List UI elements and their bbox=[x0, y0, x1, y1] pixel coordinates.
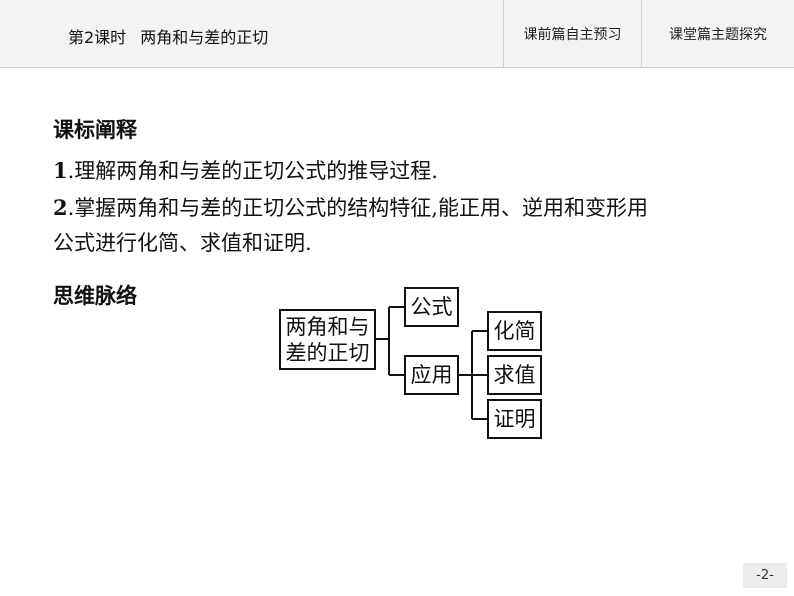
objective-item-1: 1.理解两角和与差的正切公式的推导过程. bbox=[53, 157, 438, 185]
objective-number: 1 bbox=[53, 158, 68, 183]
page-number: -2- bbox=[743, 563, 787, 588]
mindmap-formula-node: 公式 bbox=[404, 287, 459, 327]
objective-number: 2 bbox=[53, 195, 68, 220]
lesson-title: 第2课时两角和与差的正切 bbox=[68, 24, 268, 48]
mindmap-application-node: 应用 bbox=[404, 355, 459, 395]
tab-preview[interactable]: 课前篇自主预习 bbox=[503, 0, 641, 67]
mindmap-root-node: 两角和与差的正切 bbox=[279, 309, 376, 370]
objective-text: 公式进行化简、求值和证明. bbox=[53, 231, 312, 255]
mindmap-simplify-node: 化简 bbox=[487, 311, 542, 351]
objective-text: .掌握两角和与差的正切公式的结构特征,能正用、逆用和变形用 bbox=[67, 196, 648, 220]
lesson-topic: 两角和与差的正切 bbox=[140, 28, 269, 47]
mindmap-evaluate-node: 求值 bbox=[487, 355, 542, 395]
objectives-heading: 课标阐释 bbox=[53, 118, 137, 142]
lesson-number: 第2课时 bbox=[68, 28, 127, 47]
mindmap-prove-node: 证明 bbox=[487, 399, 542, 439]
tab-exploration[interactable]: 课堂篇主题探究 bbox=[641, 0, 794, 67]
objective-text: .理解两角和与差的正切公式的推导过程. bbox=[67, 159, 438, 183]
mindmap-heading: 思维脉络 bbox=[53, 284, 137, 308]
objective-item-2: 2.掌握两角和与差的正切公式的结构特征,能正用、逆用和变形用 bbox=[53, 194, 648, 222]
objective-item-2-continued: 公式进行化简、求值和证明. bbox=[53, 229, 312, 257]
header-bar: 第2课时两角和与差的正切 课前篇自主预习 课堂篇主题探究 bbox=[0, 0, 794, 68]
